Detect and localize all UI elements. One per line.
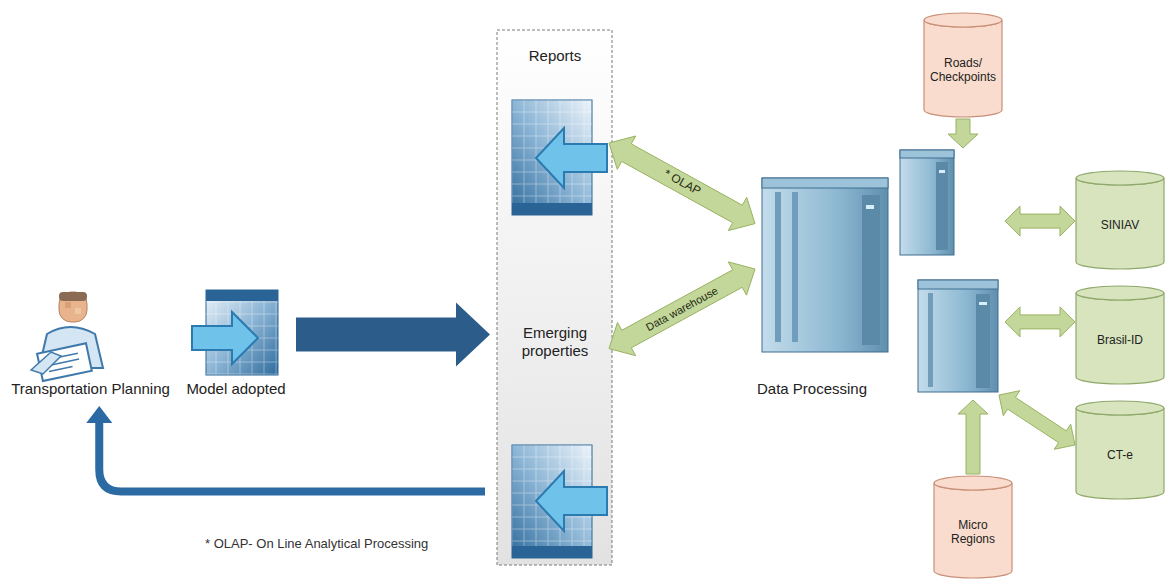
flow-arrow: [296, 302, 490, 366]
edge-label: Data warehouse: [641, 283, 723, 335]
double-arrow: [999, 391, 1075, 450]
double-arrow: [1005, 307, 1075, 337]
double-arrow: [1005, 206, 1075, 236]
server-node: Data Processing: [755, 148, 1005, 400]
node-label: Reports: [529, 47, 582, 65]
double-arrow: [958, 400, 988, 474]
group-panel: [497, 30, 612, 565]
database-cylinder: Micro Regions: [933, 475, 1013, 579]
double-arrow: [609, 136, 755, 231]
person-figure: [31, 292, 103, 381]
database-label: CT-e: [1107, 448, 1133, 462]
database-label: Roads/ Checkpoints: [929, 56, 997, 85]
edge-label: * OLAP: [659, 166, 706, 200]
model-icon: [192, 290, 278, 375]
report-icon: [512, 100, 607, 215]
double-arrow: [609, 262, 755, 356]
node-label: Emerging properties: [507, 324, 603, 360]
server-icon: [900, 150, 954, 255]
report-node: Emerging properties: [505, 322, 605, 564]
database-label: Micro Regions: [939, 518, 1007, 547]
database-cylinder: SINIAV: [1075, 170, 1165, 270]
database-label: Brasil-ID: [1097, 333, 1143, 347]
report-node: Reports: [505, 45, 605, 220]
model-node: Model adopted: [182, 285, 290, 400]
flow-arrow: [86, 406, 485, 491]
node-label: Data Processing: [757, 380, 867, 398]
node-label: Transportation Planning: [11, 380, 170, 398]
database-cylinder: Brasil-ID: [1075, 285, 1165, 385]
server-icon: [762, 178, 888, 352]
report-icon: [512, 445, 607, 558]
database-cylinder: Roads/ Checkpoints: [923, 12, 1003, 118]
server-icon: [918, 280, 998, 392]
database-label: SINIAV: [1101, 218, 1139, 232]
double-arrow: [948, 119, 978, 148]
actor-node: Transportation Planning: [3, 285, 178, 400]
footnote: * OLAP- On Line Analytical Processing: [205, 536, 428, 551]
database-cylinder: CT-e: [1075, 400, 1165, 500]
node-label: Model adopted: [186, 380, 285, 398]
